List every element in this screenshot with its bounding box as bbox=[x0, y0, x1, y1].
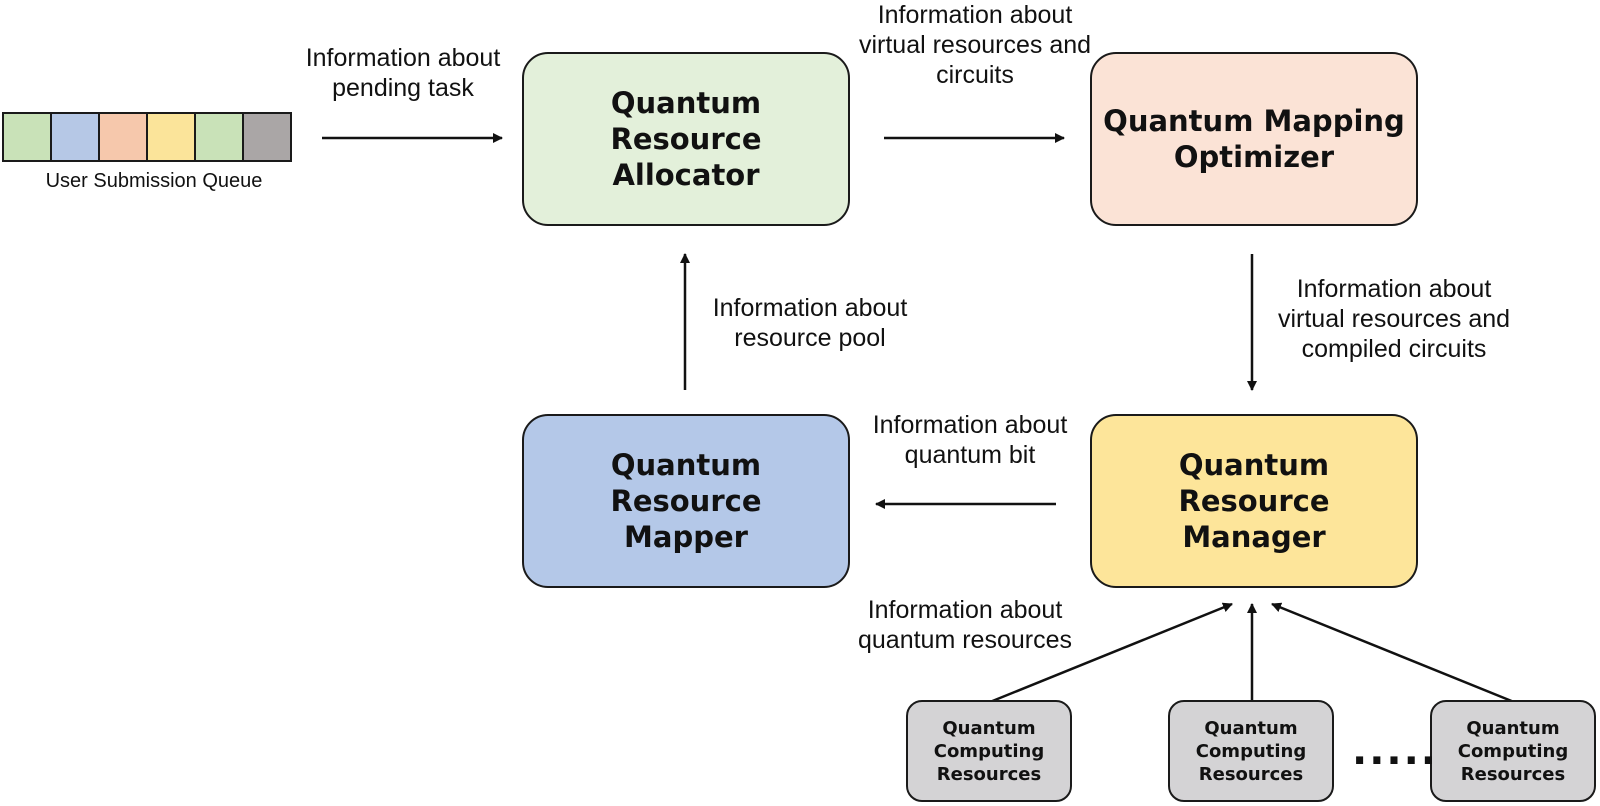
label-virtual-circuits-line2: virtual resources and bbox=[858, 31, 1092, 59]
label-resource-pool-line1: Information about bbox=[712, 294, 908, 322]
queue-cell bbox=[146, 112, 196, 162]
resource-line2: Computing bbox=[1457, 740, 1569, 762]
resource-line2: Computing bbox=[933, 740, 1045, 762]
resource-line3: Resources bbox=[1460, 763, 1566, 785]
label-virtual-circuits-line3: circuits bbox=[936, 61, 1014, 89]
quantum-computing-resources-block: Quantum Computing Resources bbox=[1430, 700, 1596, 802]
queue-cell bbox=[242, 112, 292, 162]
queue-cell bbox=[50, 112, 100, 162]
manager-title-line1: Quantum Resource bbox=[1178, 448, 1330, 518]
label-resource-pool: Information about resource pool bbox=[695, 293, 925, 353]
resource-line3: Resources bbox=[936, 763, 1042, 785]
mapper-title-line2: Mapper bbox=[624, 520, 748, 554]
arrow-resource-1-to-manager bbox=[989, 602, 1233, 704]
arrow-resource-3-to-manager bbox=[1271, 602, 1515, 704]
quantum-computing-resources-block: Quantum Computing Resources bbox=[1168, 700, 1334, 802]
optimizer-title-line1: Quantum Mapping bbox=[1103, 104, 1405, 138]
label-pending-task-line1: Information about bbox=[305, 44, 501, 72]
resource-line1: Quantum bbox=[1204, 717, 1298, 739]
user-submission-queue bbox=[2, 112, 292, 162]
quantum-resource-mapper-block: Quantum Resource Mapper bbox=[522, 414, 850, 588]
resource-line1: Quantum bbox=[1466, 717, 1560, 739]
label-virtual-resources-circuits: Information about virtual resources and … bbox=[845, 0, 1105, 90]
quantum-resource-manager-block: Quantum Resource Manager bbox=[1090, 414, 1418, 588]
ellipsis: ..... bbox=[1352, 728, 1438, 774]
label-virtual-circuits-line1: Information about bbox=[877, 1, 1073, 29]
label-compiled-circuits-line2: virtual resources and bbox=[1277, 305, 1511, 333]
label-quantum-resources-line2: quantum resources bbox=[857, 626, 1072, 654]
resource-line2: Computing bbox=[1195, 740, 1307, 762]
allocator-title-line1: Quantum Resource bbox=[610, 86, 762, 156]
label-quantum-bit-line2: quantum bit bbox=[904, 441, 1036, 469]
queue-cell bbox=[98, 112, 148, 162]
queue-cell bbox=[2, 112, 52, 162]
label-quantum-bit: Information about quantum bit bbox=[855, 410, 1085, 470]
mapper-title-line1: Quantum Resource bbox=[610, 448, 762, 518]
label-quantum-bit-line1: Information about bbox=[872, 411, 1068, 439]
quantum-mapping-optimizer-block: Quantum Mapping Optimizer bbox=[1090, 52, 1418, 226]
label-pending-task: Information about pending task bbox=[292, 43, 514, 103]
allocator-title-line2: Allocator bbox=[612, 158, 760, 192]
label-resource-pool-line2: resource pool bbox=[734, 324, 886, 352]
label-compiled-circuits-line1: Information about bbox=[1296, 275, 1492, 303]
label-compiled-circuits-line3: compiled circuits bbox=[1301, 335, 1487, 363]
resource-line1: Quantum bbox=[942, 717, 1036, 739]
optimizer-title-line2: Optimizer bbox=[1173, 140, 1335, 174]
queue-cell bbox=[194, 112, 244, 162]
label-quantum-resources-line1: Information about bbox=[867, 596, 1063, 624]
quantum-computing-resources-block: Quantum Computing Resources bbox=[906, 700, 1072, 802]
label-compiled-circuits: Information about virtual resources and … bbox=[1262, 274, 1526, 364]
label-quantum-resources: Information about quantum resources bbox=[845, 595, 1085, 655]
resource-line3: Resources bbox=[1198, 763, 1304, 785]
manager-title-line2: Manager bbox=[1182, 520, 1326, 554]
label-pending-task-line2: pending task bbox=[332, 74, 474, 102]
queue-label: User Submission Queue bbox=[45, 170, 263, 192]
quantum-resource-allocator-block: Quantum Resource Allocator bbox=[522, 52, 850, 226]
